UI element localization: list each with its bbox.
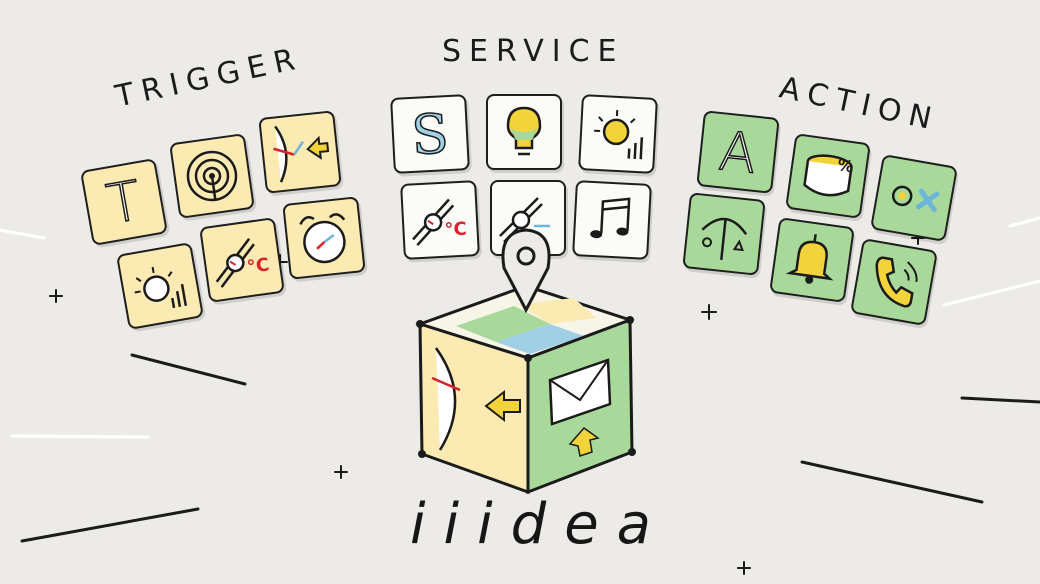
phone-call-icon — [875, 256, 918, 308]
action-tile-phone-call[interactable] — [849, 237, 939, 327]
skill-icon: S — [409, 101, 451, 167]
service-tile-smart-bulb[interactable] — [486, 94, 562, 170]
trigger-tile-light-sensor[interactable] — [115, 241, 205, 331]
action-tile-balance[interactable] — [682, 192, 766, 276]
text-icon: A — [716, 118, 761, 186]
service-tile-light-sensor[interactable] — [578, 94, 658, 174]
trigger-tile-text[interactable]: T — [79, 157, 169, 247]
service-tile-skill[interactable]: S — [390, 94, 470, 174]
service-heading: SERVICE — [442, 34, 625, 69]
email-icon — [548, 358, 612, 457]
door-sensor-icon — [431, 347, 521, 451]
bell-icon — [785, 234, 834, 284]
trigger-tile-weather[interactable]: °C — [199, 217, 285, 303]
service-tile-music[interactable] — [572, 180, 652, 260]
percent-sign: % — [836, 155, 855, 177]
action-heading: ACTION — [776, 70, 943, 139]
text-icon: T — [102, 167, 147, 236]
weather-icon — [215, 238, 255, 288]
balance-icon — [701, 217, 748, 260]
door-sensor-icon — [273, 125, 330, 183]
action-tile-humidifier[interactable]: % — [785, 133, 871, 219]
trigger-tile-door-sensor[interactable] — [258, 110, 342, 194]
light-sensor-icon — [134, 266, 188, 309]
trigger-tile-alarm-clock[interactable] — [282, 196, 366, 280]
service-tile-weather[interactable]: °C — [400, 180, 480, 260]
brand-name: iiidea — [410, 492, 669, 557]
iiidea-cube — [415, 228, 636, 495]
map-icon — [456, 298, 596, 354]
location-pin-icon — [501, 228, 551, 314]
alarm-clock-icon — [299, 213, 346, 264]
humidifier-icon — [803, 154, 853, 197]
action-tile-text[interactable]: A — [696, 110, 780, 194]
trigger-heading: TRIGGER — [112, 40, 306, 115]
smart-bulb-icon — [506, 106, 542, 156]
action-tile-cancel[interactable] — [869, 153, 959, 243]
action-tile-bell[interactable] — [769, 217, 855, 303]
cancel-icon — [891, 185, 940, 213]
temperature-unit: °C — [245, 254, 271, 279]
nfc-icon — [186, 150, 238, 202]
light-sensor-icon — [594, 109, 644, 160]
weather-icon — [412, 198, 455, 247]
music-icon — [590, 197, 631, 239]
trigger-tile-nfc[interactable] — [169, 133, 255, 219]
